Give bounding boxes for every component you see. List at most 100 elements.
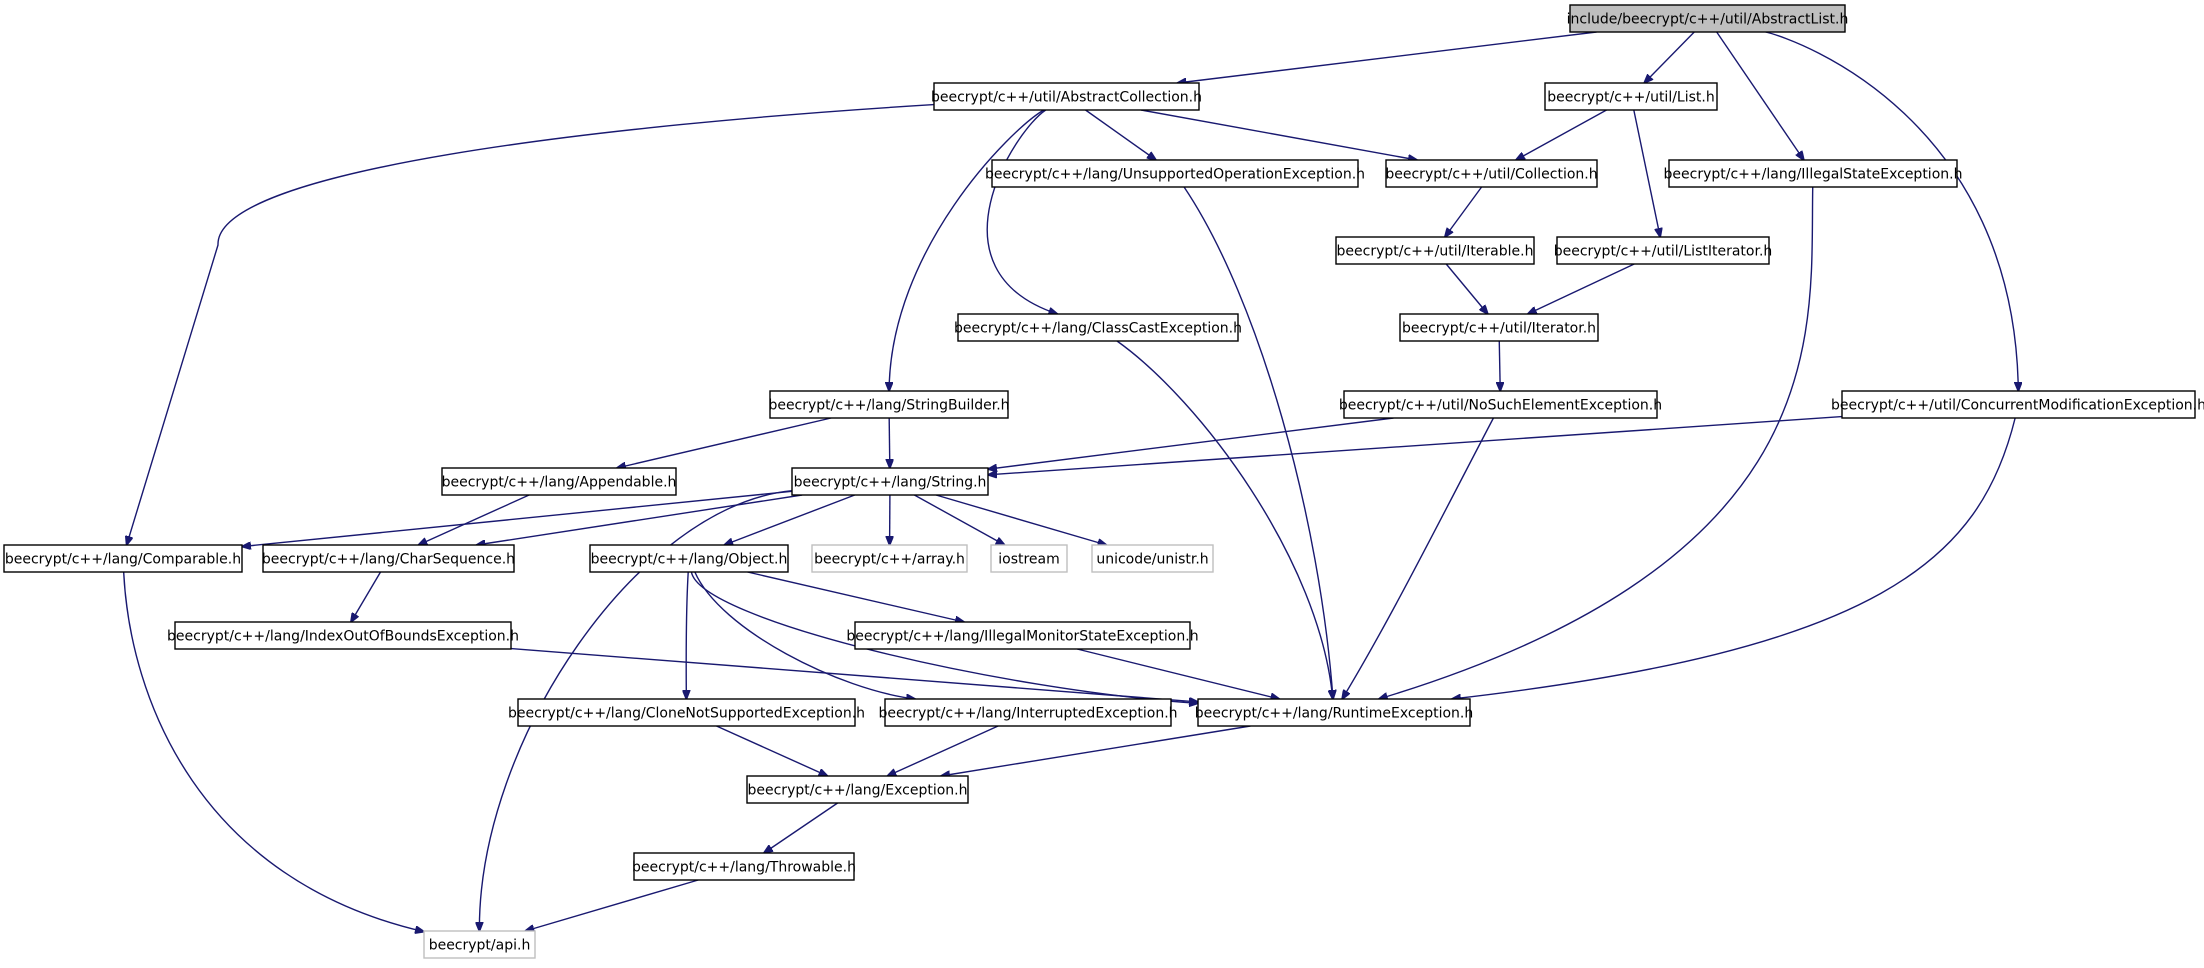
edge-object-to-clonenotsupported [686,571,688,699]
node-label: beecrypt/c++/util/Collection.h [1385,167,1597,183]
node-comparable[interactable]: beecrypt/c++/lang/Comparable.h [3,544,243,573]
node-box [1335,236,1535,265]
edge-unsupported-to-runtime [1183,186,1333,699]
node-box [1544,82,1718,111]
node-label: beecrypt/c++/util/AbstractCollection.h [931,90,1202,106]
edge-indexoutofbounds-to-runtime [510,647,1198,702]
node-box [633,852,855,881]
node-box [174,621,512,650]
node-string[interactable]: beecrypt/c++/lang/String.h [791,467,989,496]
node-throwable[interactable]: beecrypt/c++/lang/Throwable.h [632,852,856,881]
node-illegalstate[interactable]: beecrypt/c++/lang/IllegalStateException.… [1664,159,1963,188]
node-label: beecrypt/c++/util/NoSuchElementException… [1339,398,1662,414]
node-box [517,698,856,727]
node-object[interactable]: beecrypt/c++/lang/Object.h [589,544,789,573]
node-iostream[interactable]: iostream [990,544,1068,573]
edge-string-to-object [724,494,856,545]
node-api[interactable]: beecrypt/api.h [423,930,536,959]
edge-charsequence-to-indexoutofbounds [351,571,382,622]
node-array[interactable]: beecrypt/c++/array.h [811,544,968,573]
node-concurrentmod[interactable]: beecrypt/c++/util/ConcurrentModification… [1831,390,2204,419]
edge-collection-to-iterable [1445,186,1483,237]
node-illegalmonitor[interactable]: beecrypt/c++/lang/IllegalMonitorStateExc… [846,621,1199,650]
edge-string-to-charsequence [476,494,803,545]
edge-abstractcollection-to-classcast [986,109,1057,314]
node-clonenotsupported[interactable]: beecrypt/c++/lang/CloneNotSupportedExcep… [508,698,865,727]
node-collection[interactable]: beecrypt/c++/util/Collection.h [1385,159,1598,188]
edge-list-to-collection [1516,109,1607,160]
edge-illegalstate-to-runtime [1379,186,1814,699]
edge-string-to-comparable [242,490,793,546]
node-label: beecrypt/c++/lang/Throwable.h [632,860,856,876]
edge-object-to-interrupted [694,571,915,699]
node-classcast[interactable]: beecrypt/c++/lang/ClassCastException.h [954,313,1242,342]
node-runtime[interactable]: beecrypt/c++/lang/RuntimeException.h [1195,698,1473,727]
node-list[interactable]: beecrypt/c++/util/List.h [1544,82,1718,111]
edge-string-to-iostream [914,494,1004,545]
node-label: beecrypt/c++/lang/CharSequence.h [262,552,515,568]
edge-abstractlist-to-illegalstate [1716,31,1804,160]
node-box [589,544,789,573]
node-box [1343,390,1658,419]
edge-abstractlist-to-concurrentmod [1765,31,2019,391]
node-interrupted[interactable]: beecrypt/c++/lang/InterruptedException.h [878,698,1178,727]
node-label: beecrypt/c++/util/Iterable.h [1337,244,1534,260]
node-box [441,467,677,496]
nodes-layer: include/beecrypt/c++/util/AbstractList.h… [3,4,2204,959]
node-abstractlist[interactable]: include/beecrypt/c++/util/AbstractList.h [1567,4,1849,33]
edge-nosuchelement-to-string [988,417,1394,469]
edge-iterator-to-nosuchelement [1499,340,1500,391]
node-box [769,390,1009,419]
node-label: beecrypt/c++/lang/InterruptedException.h [878,706,1177,722]
node-label: beecrypt/c++/lang/Appendable.h [442,475,677,491]
node-box [262,544,515,573]
edge-abstractcollection-to-unsupported [1085,109,1156,160]
node-stringbuilder[interactable]: beecrypt/c++/lang/StringBuilder.h [768,390,1010,419]
node-label: beecrypt/c++/lang/IndexOutOfBoundsExcept… [167,629,519,645]
node-box [990,544,1068,573]
node-iterable[interactable]: beecrypt/c++/util/Iterable.h [1335,236,1535,265]
node-nosuchelement[interactable]: beecrypt/c++/util/NoSuchElementException… [1339,390,1662,419]
node-box [1556,236,1770,265]
edge-runtime-to-exception [941,725,1251,776]
edge-concurrentmod-to-string [988,415,1843,475]
edge-throwable-to-api [525,879,699,931]
node-box [423,930,536,959]
edge-listiterator-to-iterator [1528,263,1635,314]
node-box [991,159,1359,188]
edge-interrupted-to-exception [887,725,999,776]
edge-illegalmonitor-to-runtime [1076,648,1279,699]
edges-layer [122,31,2019,932]
node-label: beecrypt/c++/lang/RuntimeException.h [1195,706,1473,722]
edge-abstractlist-to-list [1644,31,1695,83]
edge-concurrentmod-to-runtime [1452,417,2016,699]
node-label: beecrypt/c++/lang/Exception.h [748,783,968,799]
edge-object-to-illegalmonitor [747,571,964,622]
node-abstractcollection[interactable]: beecrypt/c++/util/AbstractCollection.h [931,82,1202,111]
node-listiterator[interactable]: beecrypt/c++/util/ListIterator.h [1554,236,1773,265]
edge-stringbuilder-to-string [889,417,890,468]
node-indexoutofbounds[interactable]: beecrypt/c++/lang/IndexOutOfBoundsExcept… [167,621,519,650]
edge-classcast-to-runtime [1116,340,1333,699]
edge-object-to-runtime [690,571,1198,703]
node-label: beecrypt/c++/lang/Comparable.h [5,552,241,568]
edge-abstractcollection-to-stringbuilder [889,109,1045,391]
node-charsequence[interactable]: beecrypt/c++/lang/CharSequence.h [262,544,515,573]
node-box [3,544,243,573]
node-label: beecrypt/c++/lang/StringBuilder.h [768,398,1009,414]
node-box [746,775,969,804]
edge-abstractcollection-to-comparable [127,103,935,545]
edge-clonenotsupported-to-exception [716,725,827,776]
node-unistr[interactable]: unicode/unistr.h [1091,544,1214,573]
node-label: beecrypt/c++/util/ListIterator.h [1554,244,1773,260]
edge-nosuchelement-to-runtime [1342,417,1495,699]
node-box [811,544,968,573]
node-appendable[interactable]: beecrypt/c++/lang/Appendable.h [441,467,677,496]
node-iterator[interactable]: beecrypt/c++/util/Iterator.h [1399,313,1599,342]
node-unsupported[interactable]: beecrypt/c++/lang/UnsupportedOperationEx… [985,159,1365,188]
node-label: iostream [998,552,1060,568]
edge-iterable-to-iterator [1445,263,1488,314]
node-box [1385,159,1598,188]
node-exception[interactable]: beecrypt/c++/lang/Exception.h [746,775,969,804]
